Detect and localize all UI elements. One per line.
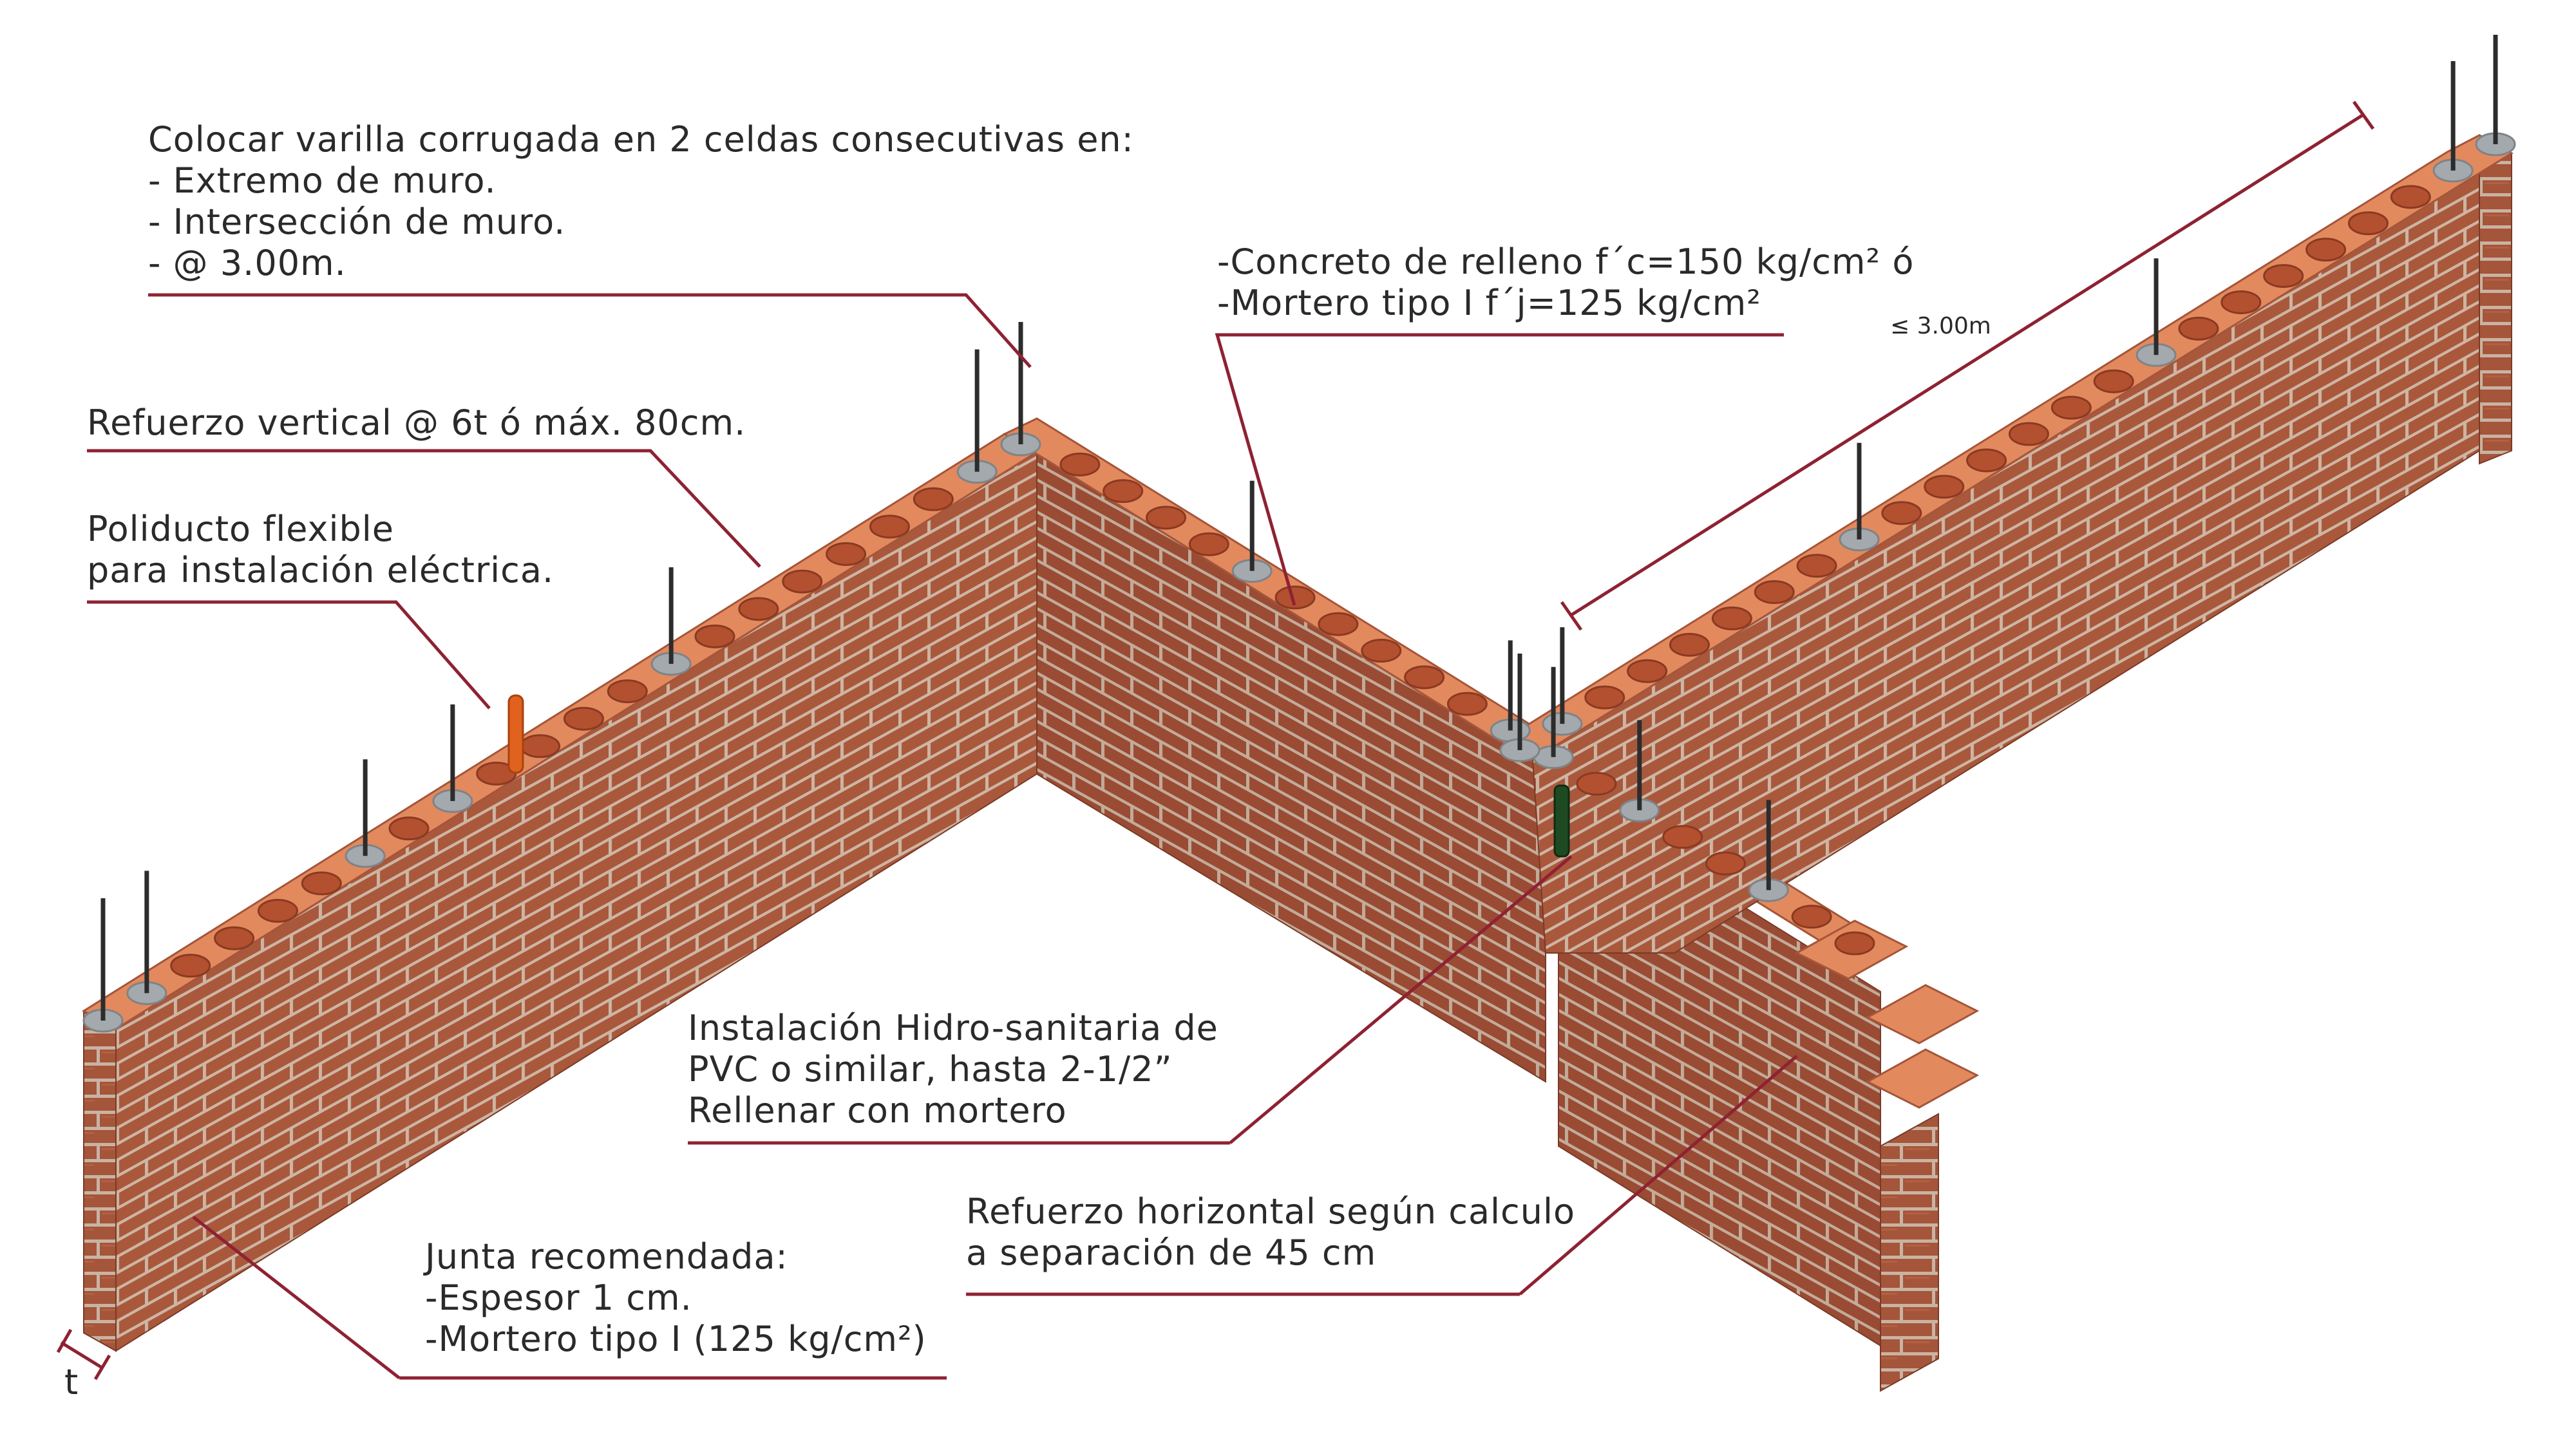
annotation-concreto: -Concreto de relleno f´c=150 kg/cm² ó -M… [1217, 241, 1914, 324]
block-cell [694, 624, 735, 648]
block-cell [1705, 851, 1746, 876]
annotation-line: Rellenar con mortero [688, 1090, 1067, 1131]
annotation-refuerzo-vertical: Refuerzo vertical @ 6t ó máx. 80cm. [87, 402, 746, 444]
block-cell [170, 954, 211, 978]
annotation-line: para instalación eléctrica. [87, 550, 554, 590]
block-cell [2390, 185, 2431, 209]
leader-varilla [148, 293, 1032, 368]
leader-hidrosanitaria [1229, 855, 1573, 1144]
annotation-line: a separación de 45 cm [966, 1232, 1377, 1273]
thickness-dimension [56, 1328, 111, 1381]
annotation-horizontal: Refuerzo horizontal según calculo a sepa… [966, 1191, 1575, 1274]
block-cell [738, 597, 779, 621]
block-cell [782, 569, 823, 594]
block-cell [2221, 290, 2262, 314]
block-cell [1627, 659, 1668, 683]
annotation-hidrosanitaria: Instalación Hidro-sanitaria de PVC o sim… [688, 1008, 1218, 1131]
leader-lines [87, 293, 1798, 1380]
block-cell [1361, 639, 1402, 663]
annotation-line: Poliducto flexible [87, 509, 394, 549]
wall-inner-face [1036, 451, 1546, 1083]
leader-refuerzo-vertical [87, 449, 761, 568]
block-cell [607, 679, 648, 704]
block-cell [1446, 692, 1488, 716]
annotation-line: -Mortero tipo I (125 kg/cm²) [425, 1319, 927, 1359]
annotation-poliducto: Poliducto flexible para instalación eléc… [87, 509, 554, 591]
block-cell [563, 706, 604, 731]
annotation-line: -Espesor 1 cm. [425, 1278, 692, 1318]
block-cell [1576, 771, 1617, 796]
block-cell [301, 871, 342, 896]
block-cell [2178, 316, 2219, 341]
block-cell [1059, 452, 1101, 476]
block-cell [1711, 606, 1752, 630]
leader-concreto [1215, 333, 1784, 606]
annotation-line: - Intersección de muro. [148, 202, 566, 242]
block-cell [1791, 905, 1832, 929]
block-cell [1754, 580, 1795, 605]
block-cell [1146, 505, 1187, 530]
rebars [100, 35, 2498, 1021]
block-cell [2263, 264, 2304, 288]
annotation-line: Instalación Hidro-sanitaria de [688, 1008, 1218, 1048]
block-cell [1318, 612, 1359, 636]
annotation-line: Colocar varilla corrugada en 2 celdas co… [148, 119, 1134, 160]
block-cell [2008, 422, 2049, 446]
wall-end-face [1880, 1113, 1939, 1392]
annotation-line: Junta recomendada: [425, 1236, 788, 1277]
block-cell [388, 816, 430, 841]
annotation-line: - @ 3.00m. [148, 243, 346, 283]
block-cell [1881, 501, 1922, 525]
block-cell [1796, 554, 1837, 578]
block-cell [1662, 825, 1703, 849]
block-cell [1669, 632, 1710, 657]
annotation-line: Refuerzo vertical @ 6t ó máx. 80cm. [87, 402, 746, 443]
block-cell [826, 542, 867, 566]
annotation-junta: Junta recomendada: -Espesor 1 cm. -Morte… [425, 1236, 927, 1360]
wall-segment-right [1499, 134, 2514, 954]
block-cell [1966, 448, 2007, 473]
block-cell [1834, 931, 1875, 956]
annotation-line: - Extremo de muro. [148, 160, 497, 201]
conduit-icon [507, 694, 524, 774]
block-cell [520, 734, 561, 759]
loose-block [1865, 984, 1980, 1044]
leader-horizontal [1519, 1055, 1798, 1296]
annotation-line: PVC o similar, hasta 2-1/2” [688, 1049, 1173, 1089]
block-cell [869, 514, 910, 539]
block-cell [1404, 665, 1445, 690]
leader-junta [192, 1216, 401, 1379]
block-cell [1584, 685, 1625, 710]
block-cell [2306, 238, 2347, 262]
block-cell [1188, 532, 1229, 556]
wall-end-face [2479, 134, 2512, 465]
annotation-line: -Concreto de relleno f´c=150 kg/cm² ó [1217, 241, 1915, 282]
spacing-label: ≤ 3.00m [1890, 313, 1991, 339]
block-cell [1924, 475, 1965, 499]
spacing-dimension [1560, 100, 2375, 631]
pvc-pipe-icon [1553, 784, 1570, 858]
annotation-line: -Mortero tipo I f´j=125 kg/cm² [1217, 283, 1761, 323]
block-cell [1103, 479, 1144, 504]
thickness-label: t [64, 1362, 79, 1402]
leader-poliducto [87, 600, 491, 710]
annotation-line: Refuerzo horizontal según calculo [966, 1191, 1576, 1232]
top-blocks [82, 132, 2516, 1033]
block-cell [214, 926, 255, 950]
block-cell [2347, 211, 2389, 236]
loose-block [1865, 1048, 1980, 1109]
block-cell [1274, 585, 1316, 610]
block-cell [257, 899, 298, 923]
block-cell [913, 487, 954, 511]
block-cell [2093, 369, 2134, 393]
block-cell [2050, 395, 2092, 420]
wall-end-column [1794, 919, 1980, 1392]
wall-end-face [83, 1010, 117, 1352]
annotation-varilla: Colocar varilla corrugada en 2 celdas co… [148, 119, 1134, 284]
